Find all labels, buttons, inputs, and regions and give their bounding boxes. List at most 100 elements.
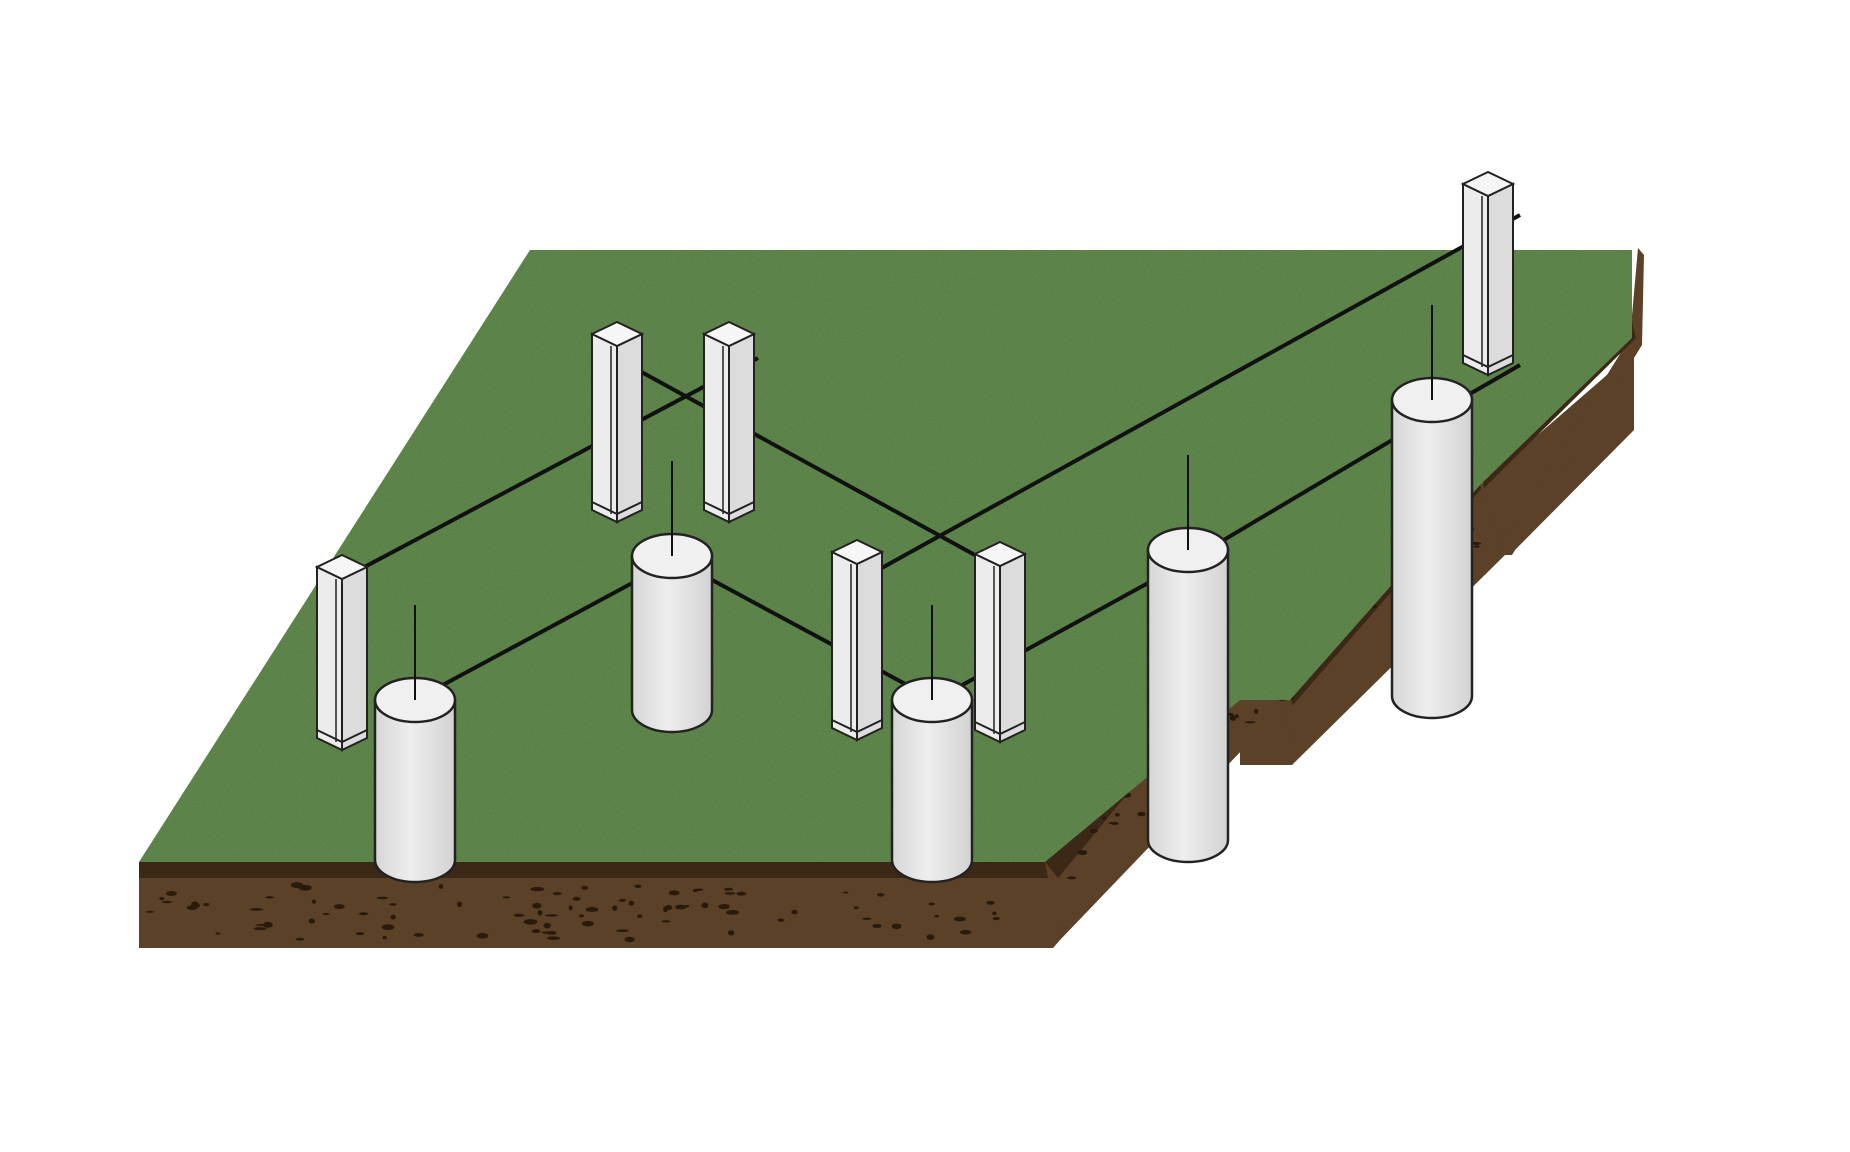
soil-speck (390, 914, 396, 920)
stake-face-right (1487, 182, 1514, 377)
soil-speck (718, 903, 730, 910)
soil-speck (1077, 850, 1088, 855)
soil-speck (1067, 876, 1077, 880)
soil-step-2 (1240, 690, 1300, 765)
soil-speck (381, 924, 395, 931)
stake-top (701, 320, 757, 348)
soil-speck (1101, 816, 1107, 820)
soil-speck (876, 892, 885, 897)
soil-speck (358, 912, 369, 916)
stake-middle-left (829, 538, 885, 742)
soil-speck (578, 914, 585, 918)
batter-stakes (314, 170, 1516, 752)
soil-speck (581, 920, 594, 927)
stake-middle-right (972, 540, 1028, 744)
soil-speck (736, 891, 747, 896)
soil-speck (145, 910, 155, 913)
pier-back-center (630, 461, 714, 734)
stake-top (1460, 170, 1516, 198)
pier-body (1390, 398, 1474, 720)
soil-speck (585, 906, 599, 912)
soil-speck (295, 937, 305, 941)
soil-speck (928, 902, 935, 906)
soil-speck (513, 913, 525, 917)
stake-band (1462, 354, 1514, 369)
soil-speck (215, 932, 221, 935)
soil-speck (333, 904, 345, 910)
soil-speck (572, 896, 581, 901)
string-line-middle-a (674, 558, 936, 702)
soil-speck (1229, 715, 1237, 721)
soil-speck (628, 900, 635, 906)
pier-body (630, 554, 714, 734)
soil-speck (872, 923, 882, 928)
soil-speck (541, 931, 551, 934)
stake-band (974, 721, 1026, 736)
soil-speck (376, 896, 389, 900)
stake-band (831, 719, 883, 734)
stake-face-right (616, 332, 643, 524)
soil-speck (959, 930, 972, 935)
soil-speck (724, 887, 734, 891)
soil-speck (727, 930, 735, 936)
stake-far-right (1460, 170, 1516, 377)
stake-face-left (316, 565, 343, 752)
string-line-long-diagonal (859, 213, 1521, 582)
stake-band (316, 729, 368, 744)
soil-speck (532, 902, 542, 909)
soil-speck (476, 932, 489, 939)
soil-speck (862, 917, 872, 920)
soil-speck (530, 887, 545, 892)
soil-speck (552, 891, 562, 896)
soil-speck (544, 914, 558, 917)
soil-speck (203, 902, 210, 907)
stake-top (972, 540, 1028, 568)
soil-speck (661, 920, 671, 923)
soil-speck (1473, 545, 1480, 548)
pier-right-tall (1146, 455, 1230, 864)
soil-speck (1245, 721, 1256, 724)
soil-speck (634, 884, 642, 889)
stake-face-left (1462, 182, 1489, 377)
soil-speck (853, 906, 859, 910)
soil-speck (684, 904, 690, 908)
stake-face-right (999, 552, 1026, 744)
soil-step-3 (1480, 338, 1634, 555)
soil-speck (159, 896, 165, 901)
stake-back-left (589, 320, 645, 524)
soil-speck (926, 934, 935, 941)
soil-speck (438, 884, 444, 889)
stake-face-left (831, 550, 858, 742)
stake-face-right (341, 565, 368, 752)
soil-speck (543, 922, 551, 929)
soil-speck (502, 896, 511, 899)
pier-body (890, 698, 974, 884)
soil-speck (191, 901, 199, 908)
soil-speck (537, 910, 543, 916)
soil-speck (842, 891, 849, 894)
soil-speck (262, 921, 273, 928)
soil-speck (161, 900, 173, 904)
stake-band (703, 501, 755, 516)
pier-far-right-tall (1390, 305, 1474, 720)
stake-top (589, 320, 645, 348)
stake-band (591, 501, 643, 516)
stake-face-left (703, 332, 730, 524)
soil-speck (249, 908, 264, 911)
soil-speck (311, 899, 317, 904)
soil-speck (382, 935, 387, 940)
soil-speck (1114, 812, 1120, 817)
soil-speck (1137, 811, 1146, 817)
soil-speck (701, 902, 709, 909)
soil-speck (253, 927, 267, 931)
soil-speck (531, 929, 541, 933)
pier-body (1146, 548, 1230, 864)
soil-speck (322, 912, 330, 916)
string-line-left-diagonal (339, 356, 759, 582)
soil-speck (389, 903, 397, 906)
pier-front-left (373, 605, 457, 884)
stake-back-right (701, 320, 757, 524)
soil-speck (165, 891, 178, 896)
